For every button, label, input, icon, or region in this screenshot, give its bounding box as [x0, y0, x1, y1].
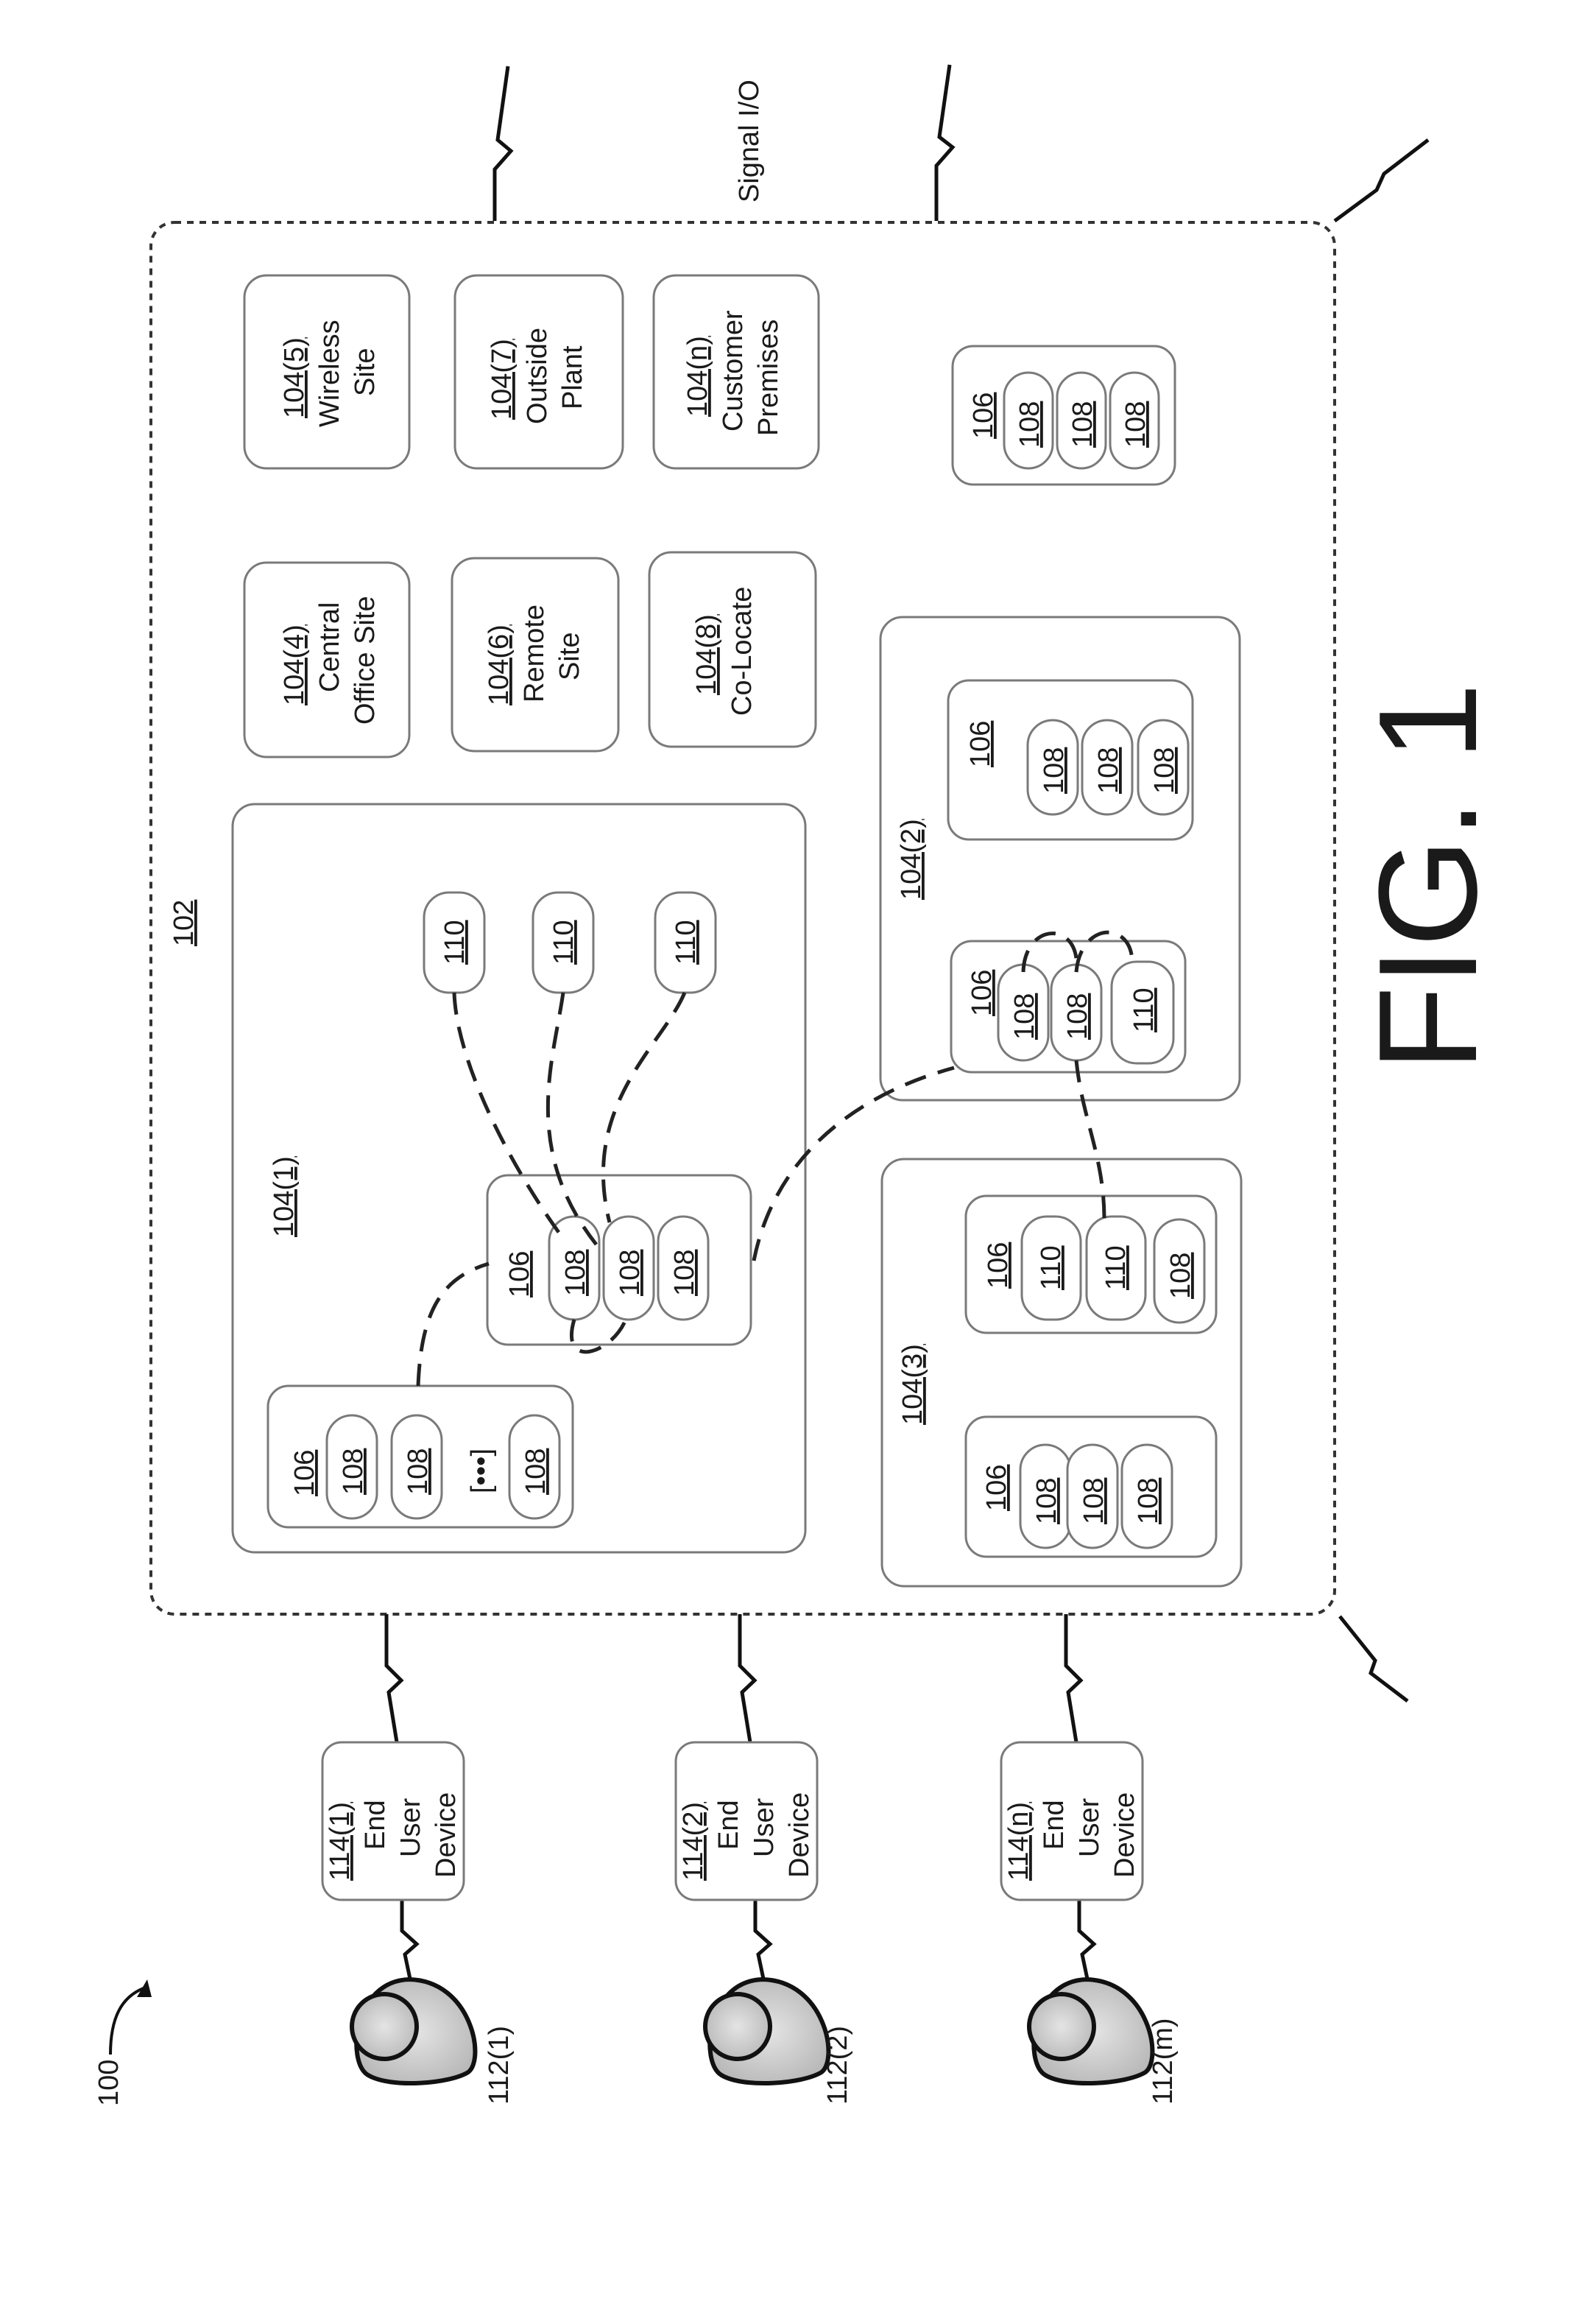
device-1-line3: Device: [431, 1792, 462, 1878]
site-104-5-ref: 104(5): [279, 337, 310, 418]
server-e-label: 106: [967, 970, 998, 1016]
network-ref-label: 102: [169, 900, 200, 946]
device-2-ref: 114(2): [678, 1802, 709, 1881]
figure-number-arrow: [110, 1988, 144, 2055]
module-f3-label: 108: [1149, 747, 1180, 794]
site-104-n-ref: 104(n): [682, 336, 713, 417]
site-104-4-line2: Office Site: [350, 596, 381, 725]
signal-bolt-bottom-right: [1340, 1616, 1408, 1701]
module-d3-label: 108: [1165, 1253, 1196, 1299]
resource-d2-label: 110: [1101, 1245, 1131, 1290]
user-icon-2: [705, 1979, 828, 2083]
resource-e3-label: 110: [1129, 987, 1159, 1032]
signal-bolt-device-n: [1066, 1614, 1081, 1747]
module-b3-label: 108: [669, 1250, 700, 1296]
module-c1-label: 108: [1031, 1478, 1062, 1524]
module-f2-label: 108: [1093, 747, 1124, 794]
site-104-7-line1: Outside: [522, 328, 553, 424]
device-1-line2: User: [395, 1798, 426, 1857]
site-104-n-line1: Customer: [718, 310, 749, 432]
site-104-5-line1: Wireless: [314, 320, 345, 427]
module-a1-label: 108: [338, 1448, 369, 1495]
site-104-2-label: 104(2): [896, 819, 927, 900]
module-a3-label: 108: [520, 1448, 551, 1495]
device-1-ref: 114(1): [325, 1802, 356, 1881]
server-b-label: 106: [504, 1251, 535, 1298]
site-104-6-ref: 104(6): [484, 624, 515, 705]
site-104-8-line1: Co-Locate: [727, 587, 758, 716]
resource-d1-label: 110: [1036, 1245, 1067, 1290]
device-2-line3: Device: [784, 1792, 815, 1878]
device-2-line2: User: [749, 1798, 780, 1857]
site-104-4-line1: Central: [314, 602, 345, 693]
device-1-line1: End: [360, 1800, 391, 1850]
site-104-3-label: 104(3): [897, 1344, 928, 1425]
figure-caption: FIG. 1: [1350, 683, 1506, 1071]
device-n-line1: End: [1039, 1800, 1070, 1850]
ellipsis-symbol: [•••]: [466, 1448, 497, 1493]
site-104-n-line2: Premises: [753, 320, 784, 436]
signal-bolt-user-n: [1079, 1897, 1094, 1982]
module-g3-label: 108: [1120, 401, 1151, 448]
resource-1b-label: 110: [548, 920, 579, 965]
server-c-label: 106: [981, 1465, 1012, 1511]
site-104-6-line2: Site: [554, 633, 585, 680]
module-a2-label: 108: [403, 1448, 434, 1495]
server-g-label: 106: [968, 392, 999, 439]
device-n-line2: User: [1074, 1798, 1105, 1857]
user-m-label: 112(m): [1148, 2018, 1179, 2105]
site-104-8-ref: 104(8): [691, 614, 722, 695]
site-104-5-line2: Site: [350, 348, 381, 396]
signal-bolt-top-2: [936, 65, 953, 221]
device-n-ref: 114(n): [1003, 1802, 1034, 1881]
signal-bolt-top-1: [495, 66, 511, 221]
server-d-label: 106: [983, 1242, 1014, 1289]
signal-bolt-device-1: [386, 1614, 401, 1747]
module-e1-label: 108: [1009, 993, 1040, 1040]
signal-io-label: Signal I/O: [734, 80, 765, 203]
figure-number-arrowhead: [137, 1979, 152, 1997]
site-104-7-ref: 104(7): [487, 339, 518, 420]
user-icon-m: [1029, 1979, 1152, 2083]
module-c3-label: 108: [1133, 1478, 1164, 1524]
user-1-label: 112(1): [484, 2026, 515, 2105]
module-c2-label: 108: [1078, 1478, 1109, 1524]
module-b2-label: 108: [615, 1250, 646, 1296]
site-104-1-label: 104(1): [269, 1156, 300, 1237]
site-104-6-line1: Remote: [519, 605, 550, 703]
figure-number-label: 100: [93, 2060, 124, 2106]
device-n-line3: Device: [1109, 1792, 1140, 1878]
device-2-line1: End: [713, 1800, 744, 1850]
signal-bolt-top-right: [1335, 140, 1428, 221]
server-f-label: 106: [965, 721, 996, 767]
module-f1-label: 108: [1039, 747, 1070, 794]
module-g1-label: 108: [1014, 401, 1045, 448]
user-icon-1: [352, 1979, 475, 2083]
signal-bolt-user-1: [402, 1897, 417, 1982]
signal-bolt-device-2: [740, 1614, 755, 1747]
resource-1a-label: 110: [439, 920, 470, 965]
site-104-7-line2: Plant: [557, 345, 588, 409]
server-a-label: 106: [289, 1450, 320, 1496]
module-g2-label: 108: [1067, 401, 1098, 448]
user-2-label: 112(2): [822, 2026, 853, 2105]
module-e2-label: 108: [1062, 993, 1093, 1040]
resource-1c-label: 110: [671, 920, 702, 965]
site-104-4-ref: 104(4): [279, 624, 310, 705]
module-b1-label: 108: [560, 1250, 591, 1296]
signal-bolt-user-2: [755, 1897, 770, 1982]
